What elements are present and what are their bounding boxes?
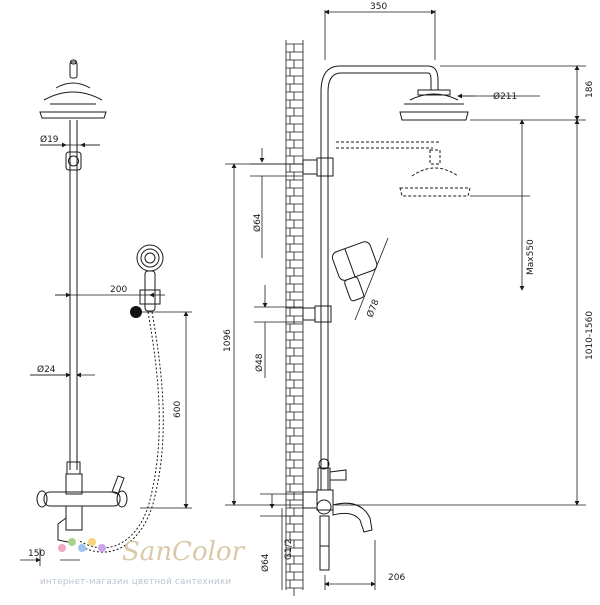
side-view [302,65,471,571]
front-mixer [36,473,128,543]
watermark: SanColor интернет-магазин цветной сантех… [40,537,246,587]
label-d24: Ø24 [37,364,56,375]
label-d78: Ø78 [365,298,382,320]
watermark-brand: SanColor [122,537,246,567]
side-holder-bracket [302,307,316,321]
front-view [36,59,164,553]
label-d64-lower: Ø64 [260,553,271,572]
label-range: 1010-1560 [585,311,595,360]
side-upper-bracket [302,159,318,175]
front-hand-shower [136,244,164,312]
handle-dot [130,306,142,318]
label-w150: 150 [28,549,45,559]
label-h1096: 1096 [223,329,233,352]
side-hand-shower [331,241,378,302]
side-shower-head-lowered [336,141,471,197]
watermark-logo-dots [58,538,106,552]
label-g12: G1/2 [284,539,294,560]
label-w200: 200 [110,285,127,295]
label-d48: Ø48 [254,353,265,372]
label-max550: Max550 [526,239,536,275]
label-h600: 600 [173,401,183,418]
label-d211: Ø211 [493,91,517,102]
front-shower-head [39,59,107,119]
label-d64-upper: Ø64 [252,213,263,232]
label-w206: 206 [388,573,405,583]
front-dimensions [20,142,192,566]
side-mixer [302,458,373,571]
side-shower-head [399,89,469,121]
front-upper-ring [65,151,82,171]
side-dimensions [225,9,586,590]
label-w350: 350 [370,2,387,12]
watermark-tagline: интернет-магазин цветной сантехники [40,577,231,587]
brick-wall [285,40,304,596]
label-h186: 186 [585,81,595,98]
label-d19: Ø19 [40,134,59,145]
